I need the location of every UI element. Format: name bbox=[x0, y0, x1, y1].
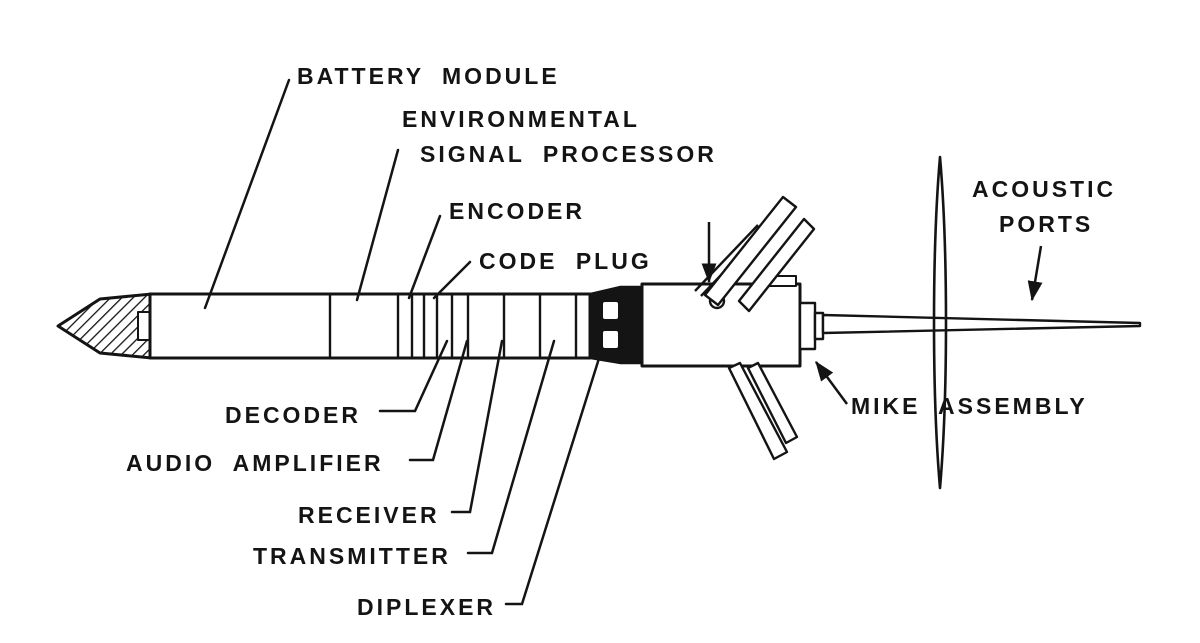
label-environmental-signal-processor-line1: ENVIRONMENTAL bbox=[402, 106, 640, 132]
compartment-dividers bbox=[328, 294, 578, 358]
label-acoustic-ports-line2: PORTS bbox=[999, 211, 1094, 237]
label-diplexer: DIPLEXER bbox=[357, 594, 497, 620]
mike-assembly-bracket bbox=[798, 301, 825, 351]
antenna-spike bbox=[821, 313, 1142, 335]
label-audio-amplifier: AUDIO AMPLIFIER bbox=[126, 450, 384, 476]
label-code-plug: CODE PLUG bbox=[479, 248, 652, 274]
fins bbox=[694, 195, 816, 461]
top-fin-blade bbox=[703, 195, 798, 307]
bottom-fin-blade bbox=[746, 361, 799, 445]
label-decoder: DECODER bbox=[225, 402, 362, 428]
leader-battery-module bbox=[203, 78, 291, 310]
connector-window-top bbox=[603, 302, 618, 319]
device-body bbox=[56, 155, 1142, 490]
leader-transmitter bbox=[466, 339, 556, 555]
top-fin-blade bbox=[737, 217, 816, 313]
label-encoder: ENCODER bbox=[449, 198, 586, 224]
acoustic-port-blade bbox=[932, 155, 948, 490]
label-transmitter: TRANSMITTER bbox=[253, 543, 451, 569]
leader-decoder bbox=[378, 339, 449, 413]
label-mike-assembly: MIKE ASSEMBLY bbox=[851, 393, 1088, 419]
label-environmental-signal-processor: ENVIRONMENTAL SIGNAL PROCESSOR bbox=[402, 102, 717, 172]
leader-code-plug bbox=[432, 260, 472, 300]
arrow-leaders bbox=[701, 222, 1043, 405]
leader-signal-processor bbox=[355, 148, 400, 302]
leader-lines bbox=[203, 78, 603, 606]
label-environmental-signal-processor-line2: SIGNAL PROCESSOR bbox=[420, 141, 717, 167]
label-acoustic-ports-line1: ACOUSTIC bbox=[972, 176, 1117, 202]
connector-window-bottom bbox=[603, 331, 618, 348]
arrow-mike-assembly bbox=[814, 360, 849, 405]
arrow-acoustic-ports bbox=[1027, 245, 1043, 302]
leader-diplexer bbox=[504, 350, 603, 606]
adapter-section bbox=[588, 285, 644, 365]
bottom-fin-blade bbox=[727, 361, 789, 461]
label-battery-module: BATTERY MODULE bbox=[297, 63, 560, 89]
label-receiver: RECEIVER bbox=[298, 502, 440, 528]
main-tube bbox=[148, 292, 592, 360]
leader-receiver bbox=[450, 339, 504, 514]
leader-audio-amplifier bbox=[408, 339, 469, 462]
label-acoustic-ports: ACOUSTIC PORTS bbox=[972, 172, 1116, 242]
leader-encoder bbox=[407, 214, 442, 300]
